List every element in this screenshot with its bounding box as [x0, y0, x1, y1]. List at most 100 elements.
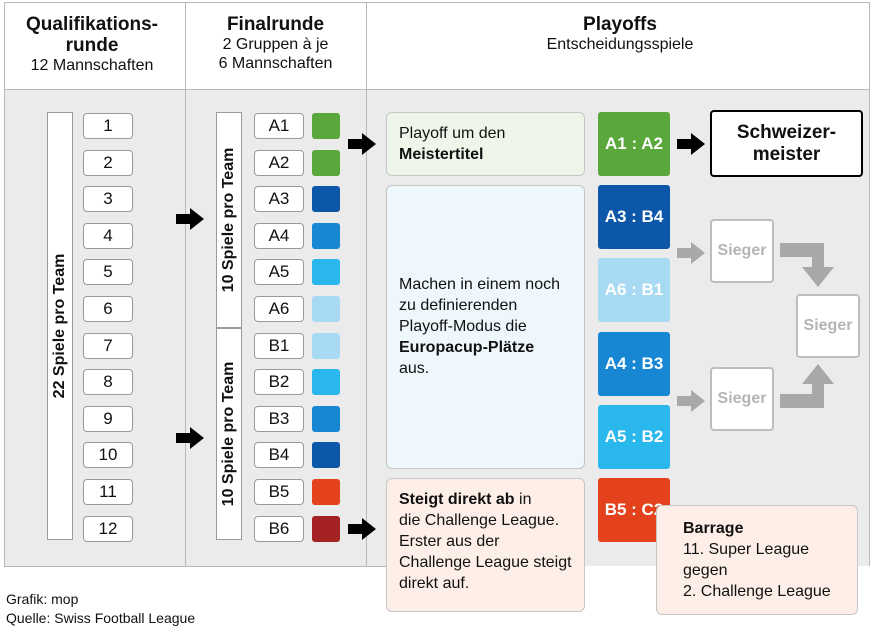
elbow-arrow-up-icon — [780, 364, 834, 408]
champion-line-2: meister — [752, 143, 821, 165]
group-a-games-bar: 10 Spiele pro Team — [216, 112, 242, 328]
gray-arrow-right-icon — [677, 390, 705, 412]
header-col1: Qualifikations- runde 12 Mannschaften — [0, 14, 184, 75]
meistertitel-info: Playoff um den Meistertitel — [386, 112, 585, 176]
right-border — [869, 2, 870, 566]
team-box: A6 — [254, 296, 304, 322]
barrage-title: Barrage — [683, 520, 744, 537]
team-box: B3 — [254, 405, 304, 432]
barrage-line-1: 11. Super League — [683, 541, 810, 558]
header-col3: Playoffs Entscheidungsspiele — [367, 14, 873, 54]
team-color-swatch — [312, 332, 340, 359]
group-b-games-label: 10 Spiele pro Team — [220, 361, 237, 507]
rank-box: 11 — [83, 479, 133, 505]
rank-box: 1 — [83, 113, 133, 139]
abstieg-first-line: Steigt direkt ab in — [399, 489, 572, 510]
qualifikation-games-bar: 22 Spiele pro Team — [47, 112, 73, 540]
team-color-swatch — [312, 259, 340, 286]
team-box: B5 — [254, 479, 304, 505]
arrow-right-icon — [348, 133, 376, 155]
team-box: A3 — [254, 186, 304, 213]
team-box: B2 — [254, 369, 304, 396]
team-color-swatch — [312, 186, 340, 213]
footer-quelle: Quelle: Swiss Football League — [6, 610, 196, 626]
team-box: B1 — [254, 332, 304, 359]
rank-box: 4 — [83, 222, 133, 249]
sieger-bottom: Sieger — [710, 367, 774, 431]
europacup-info: Machen in einem noch zu definierenden Pl… — [386, 185, 585, 469]
team-box: A4 — [254, 222, 304, 249]
match-box: A3 : B4 — [598, 185, 670, 249]
abstieg-info: Steigt direkt ab in die Challenge League… — [386, 478, 585, 612]
rank-box: 2 — [83, 149, 133, 176]
match-box: A1 : A2 — [598, 112, 670, 176]
group-b-games-bar: 10 Spiele pro Team — [216, 328, 242, 540]
qualifikation-subtitle: 12 Mannschaften — [30, 57, 154, 74]
group-a-games-label: 10 Spiele pro Team — [220, 147, 237, 293]
team-color-swatch — [312, 515, 340, 542]
match-box: A5 : B2 — [598, 405, 670, 469]
rank-box: 5 — [83, 259, 133, 286]
header-divider — [4, 89, 869, 90]
elbow-arrow-down-icon — [780, 243, 834, 287]
team-color-swatch — [312, 369, 340, 396]
rank-box: 7 — [83, 332, 133, 359]
match-box: A6 : B1 — [598, 258, 670, 322]
divider-1 — [185, 2, 186, 566]
top-border — [4, 2, 869, 3]
champion-box: Schweizer- meister — [710, 110, 863, 177]
sieger-top: Sieger — [710, 219, 774, 283]
arrow-right-icon — [348, 518, 376, 540]
match-box: B5 : C2 — [598, 478, 670, 542]
arrow-right-icon — [677, 133, 705, 155]
team-box: A1 — [254, 113, 304, 139]
rank-box: 10 — [83, 442, 133, 469]
champion-line-1: Schweizer- — [736, 121, 837, 143]
playoffs-title: Playoffs — [583, 14, 657, 35]
abstieg-in: in — [519, 491, 532, 508]
finalrunde-title: Finalrunde — [226, 14, 325, 35]
europacup-text: Machen in einem noch zu definierenden Pl… — [399, 276, 560, 335]
abstieg-text: die Challenge League. Erster aus der Cha… — [399, 512, 572, 592]
rank-box: 9 — [83, 405, 133, 432]
abstieg-bold: Steigt direkt ab — [399, 491, 515, 508]
footer-grafik: Grafik: mop — [6, 591, 79, 607]
sieger-final: Sieger — [796, 294, 860, 358]
rank-box: 3 — [83, 186, 133, 213]
finalrunde-subtitle-1: 2 Gruppen à je — [222, 36, 329, 53]
left-border — [4, 2, 5, 566]
meistertitel-text: Playoff um den — [399, 125, 506, 142]
match-box: A4 : B3 — [598, 332, 670, 396]
qualifikation-games-label: 22 Spiele pro Team — [51, 253, 68, 399]
playoffs-subtitle: Entscheidungsspiele — [546, 36, 694, 53]
rank-box: 6 — [83, 296, 133, 322]
rank-box: 8 — [83, 369, 133, 396]
team-box: B4 — [254, 442, 304, 469]
finalrunde-subtitle-2: 6 Mannschaften — [218, 55, 333, 72]
arrow-right-icon — [176, 208, 204, 230]
team-color-swatch — [312, 113, 340, 139]
team-color-swatch — [312, 479, 340, 505]
team-color-swatch — [312, 296, 340, 322]
arrow-right-icon — [176, 427, 204, 449]
europacup-bold: Europacup-Plätze — [399, 339, 535, 356]
team-color-swatch — [312, 442, 340, 469]
qualifikation-title-2: runde — [65, 35, 119, 56]
meistertitel-bold: Meistertitel — [399, 146, 484, 163]
team-box: A2 — [254, 149, 304, 176]
divider-2 — [366, 2, 367, 566]
bottom-border — [4, 566, 386, 567]
barrage-line-2: gegen — [683, 562, 728, 579]
barrage-info: Barrage 11. Super League gegen 2. Challe… — [656, 505, 858, 615]
header-col2: Finalrunde 2 Gruppen à je 6 Mannschaften — [185, 14, 366, 73]
rank-box: 12 — [83, 515, 133, 542]
team-color-swatch — [312, 405, 340, 432]
team-color-swatch — [312, 222, 340, 249]
gray-arrow-right-icon — [677, 242, 705, 264]
team-color-swatch — [312, 149, 340, 176]
qualifikation-title-1: Qualifikations- — [26, 14, 158, 35]
barrage-line-3: 2. Challenge League — [683, 583, 831, 600]
team-box: A5 — [254, 259, 304, 286]
team-box: B6 — [254, 515, 304, 542]
europacup-end: aus. — [399, 360, 430, 377]
